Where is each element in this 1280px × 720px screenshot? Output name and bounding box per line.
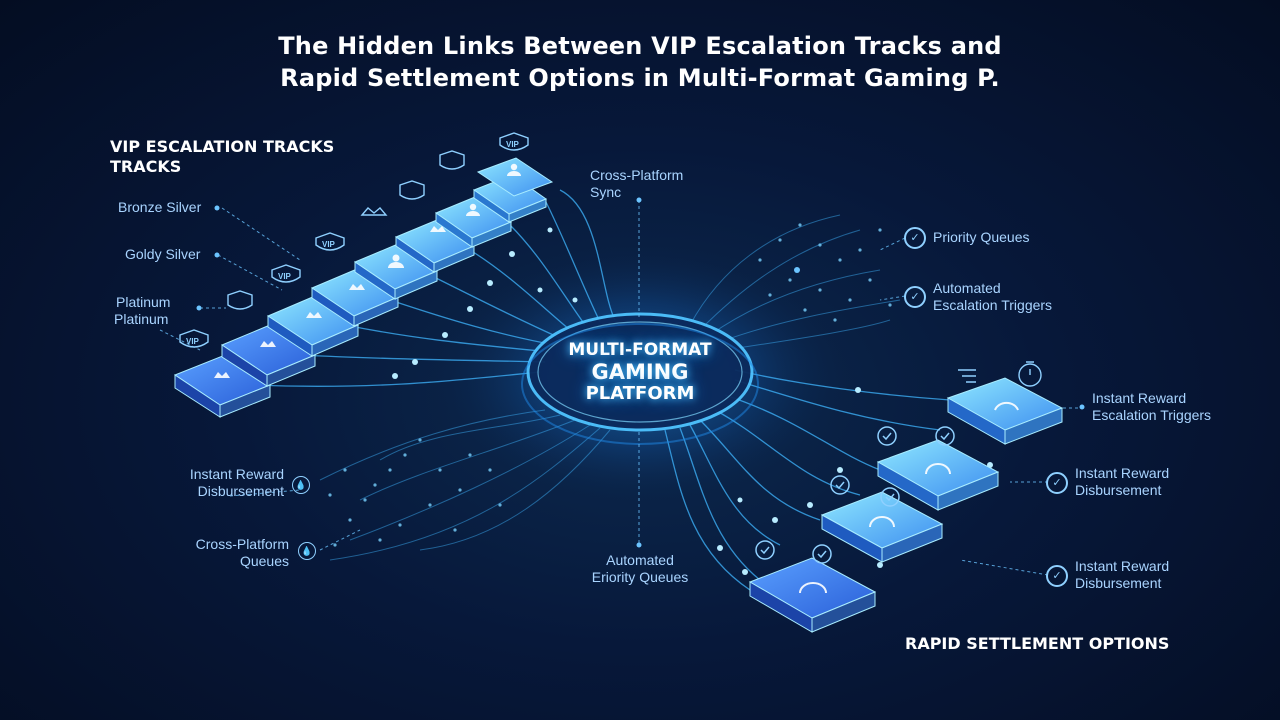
- stopwatch-icon: [1026, 361, 1034, 375]
- callout-cross-platform-sync: Cross-Platform Sync: [590, 167, 684, 200]
- gauge-icon: [799, 582, 827, 594]
- user-icon: [388, 262, 404, 268]
- label-platinum-1: Platinum: [116, 294, 171, 310]
- svg-text:VIP: VIP: [506, 140, 520, 149]
- vip-heading-line1: VIP ESCALATION TRACKS: [110, 137, 335, 156]
- settlement-tiles: [748, 377, 1064, 633]
- vip-shield-icon: [271, 264, 301, 283]
- crown-icon: [360, 207, 388, 216]
- gauge-icon: [925, 463, 951, 475]
- vip-shield-icon: [499, 132, 529, 151]
- page-title-line1: The Hidden Links Between VIP Escalation …: [278, 32, 1002, 60]
- stopwatch-icon: [1018, 363, 1042, 387]
- svg-text:VIP: VIP: [322, 240, 336, 249]
- user-shield-icon: [227, 290, 253, 310]
- callout-priority-queues: Priority Queues: [933, 229, 1030, 245]
- vip-section-heading: VIP ESCALATION TRACKS TRACKS: [110, 137, 334, 177]
- callout-instant-reward-disbursement-left: Instant Reward Disbursement: [189, 466, 284, 499]
- gauge-icon: [994, 401, 1019, 411]
- user-icon: [510, 163, 518, 171]
- gauge-icon: [869, 516, 895, 528]
- label-goldy-silver: Goldy Silver: [125, 246, 201, 262]
- callout-instant-reward-disbursement-2: Instant Reward Disbursement: [1075, 558, 1170, 591]
- page-title-line2: Rapid Settlement Options in Multi-Format…: [280, 64, 1000, 92]
- callout-instant-reward-escalation: Instant Reward Escalation Triggers: [1092, 390, 1212, 423]
- callout-automated-eriority-queues: Automated Eriority Queues: [591, 552, 689, 585]
- hub-label-line3: PLATFORM: [585, 383, 695, 404]
- vip-tiles: [173, 157, 554, 418]
- crown-icon: [306, 312, 322, 318]
- check-circle-icon: ✓: [904, 286, 926, 308]
- crown-icon: [260, 341, 276, 347]
- speed-lines-icon: [958, 369, 976, 383]
- callout-instant-reward-disbursement-1: Instant Reward Disbursement: [1075, 465, 1170, 498]
- crown-icon: [430, 226, 446, 232]
- user-icon: [466, 211, 480, 216]
- vip-shield-icon: [315, 232, 345, 251]
- hub-label-line1: MULTI-FORMAT: [568, 340, 712, 360]
- vip-shield-icon: [179, 329, 209, 348]
- user-icon: [507, 171, 521, 176]
- svg-text:VIP: VIP: [278, 272, 292, 281]
- callout-cross-platform-queues: Cross-Platform Queues: [195, 536, 289, 569]
- check-circle-icon: ✓: [1046, 472, 1068, 494]
- check-circle-icon: ✓: [904, 227, 926, 249]
- user-shield-icon: [439, 150, 465, 170]
- user-icon: [392, 254, 400, 262]
- droplet-icon: 💧: [292, 476, 310, 494]
- crown-icon: [214, 372, 230, 378]
- vip-heading-line2: TRACKS: [110, 157, 182, 176]
- callout-automated-escalation: Automated Escalation Triggers: [933, 280, 1053, 313]
- settlement-section-heading: RAPID SETTLEMENT OPTIONS: [905, 634, 1170, 653]
- svg-text:VIP: VIP: [186, 337, 200, 346]
- user-icon: [469, 203, 477, 211]
- label-bronze-silver: Bronze Silver: [118, 199, 202, 215]
- user-shield-icon: [399, 180, 425, 200]
- crown-icon: [349, 284, 365, 290]
- droplet-icon: 💧: [298, 542, 316, 560]
- hub-label-line2: GAMING: [591, 360, 689, 384]
- check-circle-icon: ✓: [1046, 565, 1068, 587]
- label-platinum-2: Platinum: [114, 311, 169, 327]
